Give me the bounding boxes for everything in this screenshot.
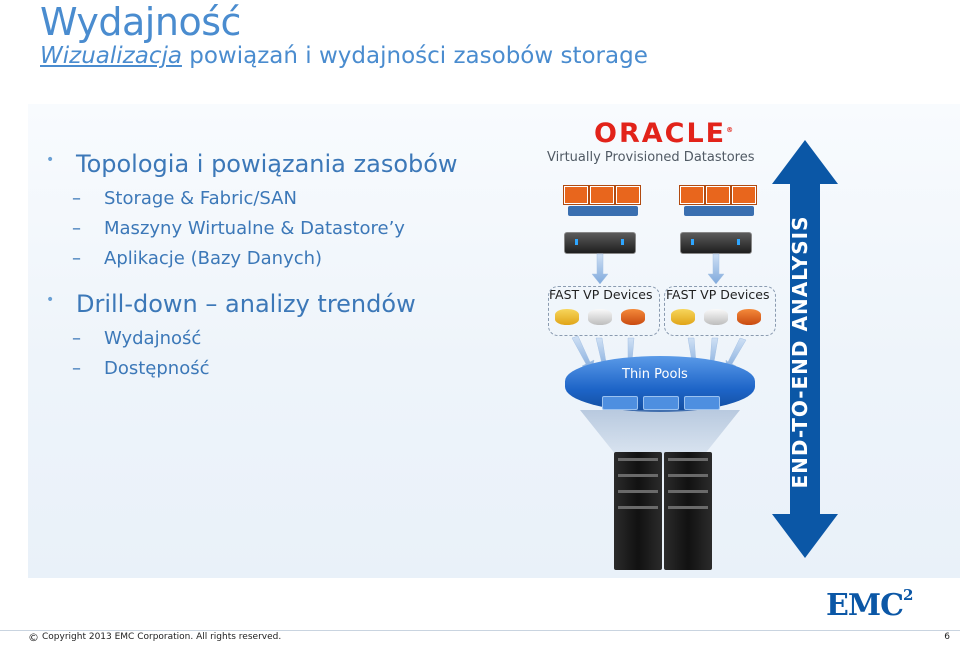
dash-icon: – — [72, 358, 81, 379]
disk-silver-icon — [704, 309, 728, 325]
disk-orange-icon — [621, 309, 645, 325]
emc-logo-text: EMC — [826, 588, 904, 623]
bullet-1: • Topologia i powiązania zasobów — [46, 150, 458, 178]
disk-silver-icon — [588, 309, 612, 325]
end-to-end-label: END-TO-END ANALYSIS — [788, 215, 812, 489]
footer-bar — [0, 630, 960, 647]
bullet-1-sub-3: – Aplikacje (Bazy Danych) — [72, 248, 323, 269]
subtitle-rest: powiązań i wydajności zasobów storage — [181, 43, 648, 69]
oracle-logo-text: ORACLE — [594, 118, 727, 149]
bullet-2: • Drill-down – analizy trendów — [46, 290, 416, 318]
dash-icon: – — [72, 218, 81, 239]
fast-vp-right-box — [664, 286, 776, 336]
bullet-1-sub-1-text: Storage & Fabric/SAN — [104, 188, 297, 209]
bullet-1-text: Topologia i powiązania zasobów — [76, 150, 458, 178]
fast-vp-right-label: FAST VP Devices — [666, 287, 770, 302]
bullet-1-sub-2: – Maszyny Wirtualne & Datastore’y — [72, 218, 405, 239]
bullet-2-sub-2-text: Dostępność — [104, 358, 210, 379]
fast-vp-left-label: FAST VP Devices — [549, 287, 653, 302]
subtitle-emphasis: Wizualizacja — [40, 43, 182, 69]
bullet-2-sub-1: – Wydajność — [72, 328, 202, 349]
bullet-2-sub-2: – Dostępność — [72, 358, 210, 379]
dash-icon: – — [72, 248, 81, 269]
drive-icon — [643, 396, 679, 410]
bullet-1-sub-3-text: Aplikacje (Bazy Danych) — [104, 248, 323, 269]
server-right-icon — [680, 232, 752, 254]
page-number: 6 — [944, 632, 950, 642]
storage-rack-icon — [664, 452, 712, 570]
emc-logo-superscript: 2 — [902, 586, 913, 604]
oracle-logo: ORACLE® — [594, 118, 736, 149]
copyright-text: Copyright 2013 EMC Corporation. All righ… — [42, 632, 282, 642]
drive-icon — [684, 396, 720, 410]
dash-icon: – — [72, 328, 81, 349]
slide-title: Wydajność — [40, 0, 241, 44]
emc-logo: EMC2 — [826, 586, 913, 623]
disk-gold-icon — [555, 309, 579, 325]
storage-rack-icon — [614, 452, 662, 570]
vm-group-left-icon — [562, 186, 642, 216]
bullet-dot-icon: • — [46, 152, 55, 168]
bullet-2-sub-1-text: Wydajność — [104, 328, 202, 349]
slide-subtitle: Wizualizacja powiązań i wydajności zasob… — [40, 43, 648, 69]
fast-vp-left-box — [548, 286, 660, 336]
bullet-dot-icon: • — [46, 292, 55, 308]
bullet-2-text: Drill-down – analizy trendów — [76, 290, 416, 318]
virtual-datastores-label: Virtually Provisioned Datastores — [547, 150, 755, 165]
dash-icon: – — [72, 188, 81, 209]
disk-orange-icon — [737, 309, 761, 325]
drive-icon — [602, 396, 638, 410]
server-left-icon — [564, 232, 636, 254]
thin-pools-label: Thin Pools — [622, 367, 688, 382]
bullet-1-sub-2-text: Maszyny Wirtualne & Datastore’y — [104, 218, 405, 239]
copyright-icon: © — [28, 631, 39, 644]
bullet-1-sub-1: – Storage & Fabric/SAN — [72, 188, 297, 209]
vm-group-right-icon — [678, 186, 758, 216]
disk-gold-icon — [671, 309, 695, 325]
